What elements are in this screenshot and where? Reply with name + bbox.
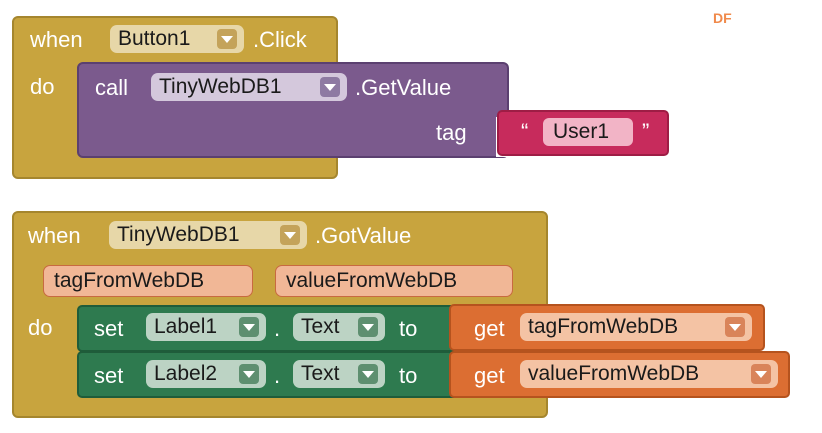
chevron-down-icon[interactable]: [725, 317, 745, 337]
when-label: when: [28, 223, 81, 248]
method-name-label: .GetValue: [355, 75, 452, 100]
component-dropdown-label: TinyWebDB1: [117, 223, 240, 246]
chevron-down-icon[interactable]: [239, 364, 259, 384]
component-dropdown-tinywebdb1[interactable]: TinyWebDB1: [109, 221, 307, 249]
get-label: get: [474, 316, 505, 341]
dot-separator: .: [274, 363, 281, 388]
variable-dropdown-label: valueFromWebDB: [528, 362, 700, 385]
property-dropdown-label: Text: [301, 362, 340, 385]
component-dropdown-tinywebdb1[interactable]: TinyWebDB1: [151, 73, 347, 101]
set-label: set: [94, 363, 124, 388]
component-dropdown-label: TinyWebDB1: [159, 75, 282, 98]
do-label: do: [30, 74, 55, 99]
chevron-down-icon[interactable]: [239, 317, 259, 337]
component-dropdown-label: Label1: [154, 315, 218, 338]
component-dropdown-label1[interactable]: Label1: [146, 313, 266, 341]
chevron-down-icon[interactable]: [751, 364, 771, 384]
component-dropdown-label: Button1: [118, 27, 191, 50]
component-dropdown-button1[interactable]: Button1: [110, 25, 244, 53]
chevron-down-icon[interactable]: [320, 77, 340, 97]
param-tagfromwebdb[interactable]: tagFromWebDB: [43, 265, 253, 297]
text-value-field[interactable]: User1: [543, 118, 633, 146]
chevron-down-icon[interactable]: [358, 317, 378, 337]
set-block-body: [77, 305, 463, 352]
variable-dropdown-label: tagFromWebDB: [528, 315, 679, 338]
event-name-label: .GotValue: [315, 223, 412, 248]
do-label: do: [28, 315, 53, 340]
property-dropdown-label: Text: [301, 315, 340, 338]
chevron-down-icon[interactable]: [358, 364, 378, 384]
component-dropdown-label: Label2: [154, 362, 218, 385]
when-label: when: [30, 27, 83, 52]
event-name-label: .Click: [253, 27, 307, 52]
set-label: set: [94, 316, 124, 341]
tag-param-label: tag: [436, 120, 467, 145]
dot-separator: .: [274, 316, 281, 341]
chevron-down-icon[interactable]: [280, 225, 300, 245]
get-label: get: [474, 363, 505, 388]
component-dropdown-label2[interactable]: Label2: [146, 360, 266, 388]
param-valuefromwebdb[interactable]: valueFromWebDB: [275, 265, 513, 297]
property-dropdown-text[interactable]: Text: [293, 360, 385, 388]
open-quote: “: [521, 119, 529, 144]
to-label: to: [399, 363, 418, 388]
call-label: call: [95, 75, 129, 100]
watermark-logo: DF: [713, 10, 732, 26]
close-quote: ”: [642, 119, 650, 144]
variable-dropdown-tagfromwebdb[interactable]: tagFromWebDB: [520, 313, 752, 341]
to-label: to: [399, 316, 418, 341]
property-dropdown-text[interactable]: Text: [293, 313, 385, 341]
variable-dropdown-valuefromwebdb[interactable]: valueFromWebDB: [520, 360, 778, 388]
chevron-down-icon[interactable]: [217, 29, 237, 49]
